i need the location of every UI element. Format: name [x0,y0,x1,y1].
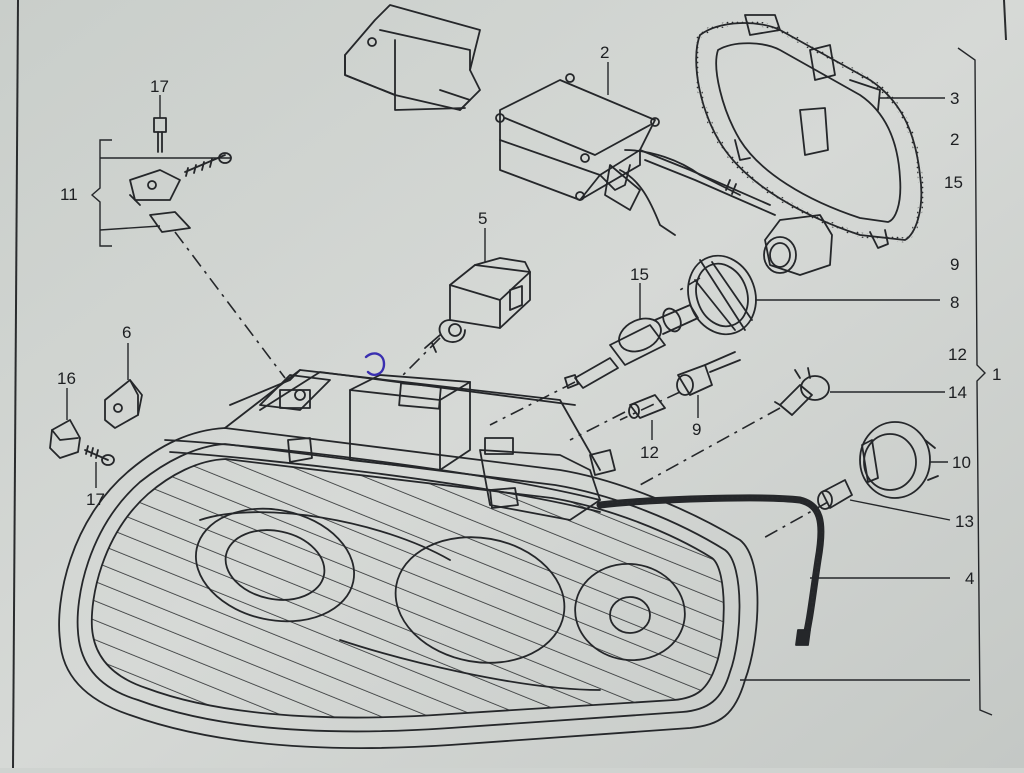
callout-13: 13 [955,512,974,531]
headlight-housing [58,369,759,750]
callout-17-top: 17 [150,77,169,96]
callout-9-socket: 9 [692,420,701,439]
screw-17-lower [84,445,115,466]
clip-16 [49,419,81,459]
side-bulb [628,394,666,419]
callout-1: 1 [992,365,1001,384]
h7-bulb [774,367,830,416]
callout-11: 11 [60,185,78,204]
callout-17-bottom: 17 [86,490,105,509]
left-border-line [12,0,19,769]
callout-15-right: 15 [944,173,963,192]
callout-2-top: 2 [600,43,609,62]
headlight-cap [859,421,939,499]
callout-15-bulb: 15 [630,265,649,284]
callout-3: 3 [950,89,959,108]
callout-8: 8 [950,293,959,312]
callout-12-right: 12 [948,345,967,364]
callout-6: 6 [122,323,131,342]
callout-2-right: 2 [950,130,959,149]
callout-labels: 2 3 2 15 9 8 12 1 14 10 13 4 5 15 9 12 6… [57,43,1001,588]
callout-5: 5 [478,209,487,228]
callout-4: 4 [965,569,974,588]
callout-12-bulb: 12 [640,443,659,462]
rear-cover [693,14,924,249]
mounting-bracket [344,4,481,111]
clip-assembly-11 [129,152,232,233]
handwritten-mark [364,352,386,376]
bulb-socket [676,351,741,396]
bracket-6 [104,379,143,429]
xenon-bulb [564,304,699,389]
leader-lines [66,47,993,716]
callout-10: 10 [952,453,971,472]
callout-9-right: 9 [950,255,959,274]
callout-14: 14 [948,383,967,402]
callout-16: 16 [57,369,76,388]
right-border-line [1003,0,1007,41]
wiring-harness [596,494,825,646]
control-unit [495,73,776,236]
assembly-guides [174,231,829,541]
